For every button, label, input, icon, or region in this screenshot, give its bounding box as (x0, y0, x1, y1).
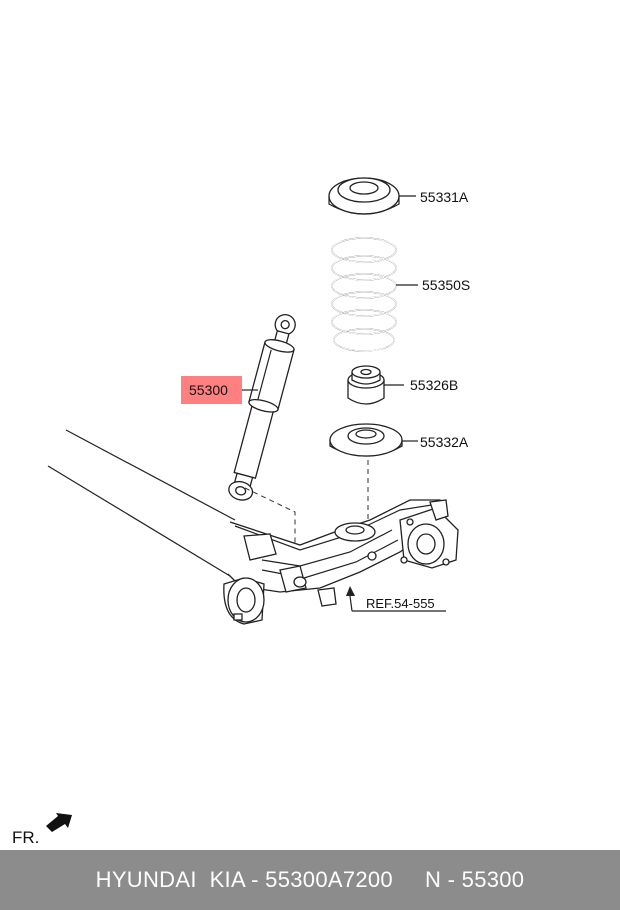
footer-part-number: HYUNDAI KIA - 55300A7200 N - 55300 (95, 867, 525, 892)
label-ref: REF.54-555 (366, 596, 435, 611)
parts-diagram: 55331A 55350S 55300 55326B 55332A REF.54… (12, 177, 470, 847)
highlight-box-55300 (181, 376, 242, 404)
bump-stopper-part (347, 365, 385, 405)
ref-callout (346, 586, 446, 612)
coil-spring-part (331, 237, 397, 352)
label-55331a: 55331A (420, 189, 469, 205)
upper-insulator-part (328, 177, 400, 215)
footer-bar: HYUNDAI KIA - 55300A7200 N - 55300 (0, 850, 620, 910)
label-55350s: 55350S (422, 277, 470, 293)
label-55332a: 55332A (420, 434, 469, 450)
rear-axle-part (47, 429, 459, 625)
direction-label: FR. (12, 828, 39, 847)
front-arrow-icon (46, 813, 72, 832)
label-55326b: 55326B (410, 377, 458, 393)
lower-insulator-part (329, 423, 403, 457)
label-55300: 55300 (189, 382, 228, 398)
assembly-line-shock (244, 487, 296, 545)
shock-absorber-part (228, 314, 296, 501)
